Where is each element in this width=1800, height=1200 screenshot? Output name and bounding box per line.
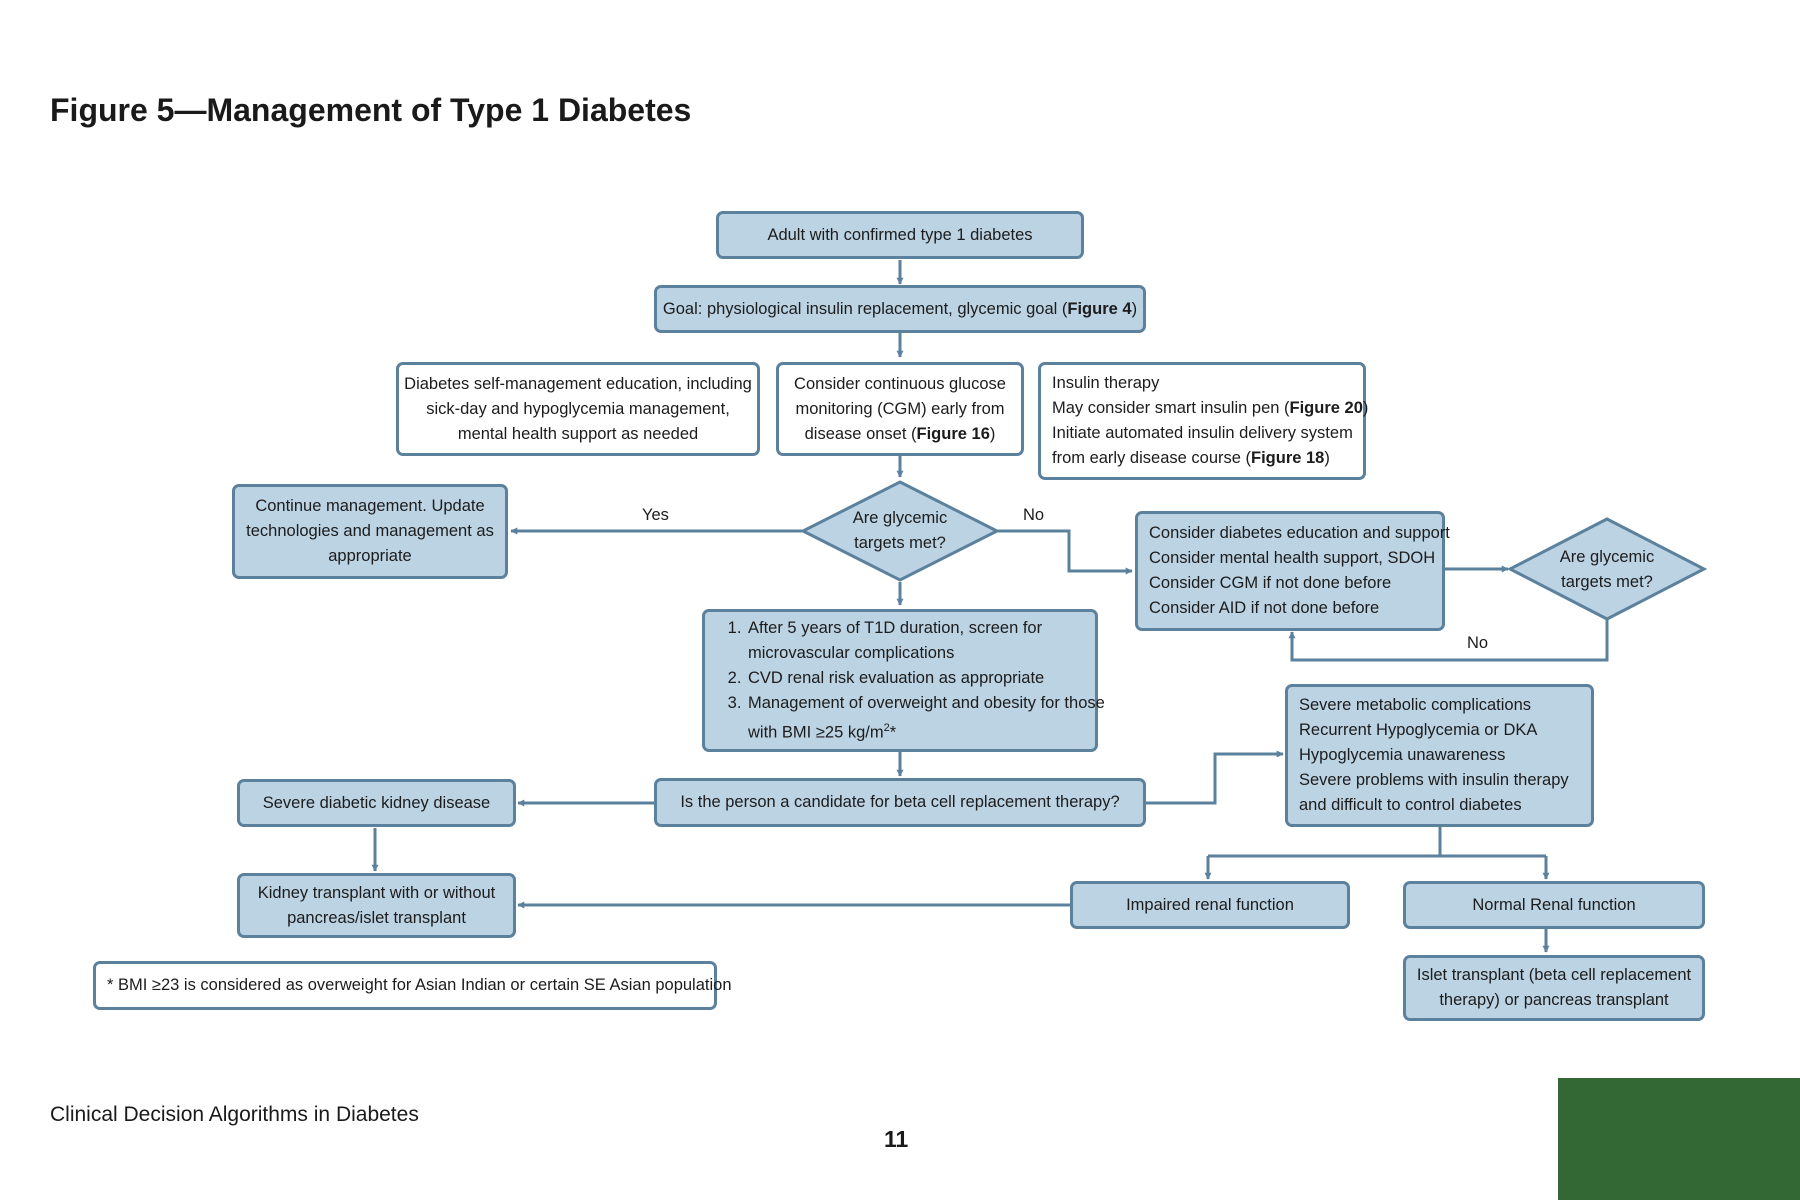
screening-item-3-line-2: with BMI ≥25 kg/m2*	[748, 716, 1105, 746]
impaired-renal-text: Impaired renal function	[1126, 895, 1294, 914]
normal-renal-box: Normal Renal function	[1403, 881, 1705, 929]
decision-main-line-1: Are glycemic	[852, 509, 948, 527]
screening-item-1-line-1: After 5 years of T1D duration, screen fo…	[748, 618, 1043, 637]
complications-line-3: Hypoglycemia unawareness	[1299, 746, 1506, 764]
consider-support-box: Consider diabetes education and support …	[1135, 511, 1450, 631]
continue-line-2: technologies and management as	[246, 522, 494, 540]
continue-line-3: appropriate	[328, 547, 412, 565]
footnote-text: * BMI ≥23 is considered as overweight fo…	[107, 976, 732, 994]
kidney-transplant-box: Kidney transplant with or without pancre…	[237, 873, 516, 938]
bmi-text: with BMI ≥25 kg/m	[748, 723, 884, 742]
impaired-renal-box: Impaired renal function	[1070, 881, 1350, 929]
candidate-box: Is the person a candidate for beta cell …	[654, 778, 1146, 827]
screening-item-3: Management of overweight and obesity for…	[746, 691, 1105, 746]
complications-box: Severe metabolic complications Recurrent…	[1285, 684, 1594, 827]
dsme-line-1: Diabetes self-management education, incl…	[404, 374, 752, 393]
cgm-box: Consider continuous glucose monitoring (…	[776, 362, 1024, 456]
complications-line-2: Recurrent Hypoglycemia or DKA	[1299, 721, 1538, 739]
start-text: Adult with confirmed type 1 diabetes	[767, 225, 1033, 244]
decision-diamond-right	[1506, 517, 1708, 621]
complications-line-1: Severe metabolic complications	[1299, 696, 1532, 714]
goal-figure-ref: Figure 4	[1067, 299, 1132, 318]
insulin-line-2: May consider smart insulin pen (Figure 2…	[1052, 396, 1368, 421]
insulin-figure-18-ref: Figure 18	[1251, 449, 1325, 467]
decision-main-text: Are glycemic targets met?	[820, 506, 980, 556]
goal-box: Goal: physiological insulin replacement,…	[654, 285, 1146, 333]
screening-item-2: CVD renal risk evaluation as appropriate	[746, 666, 1105, 691]
footer-source: Clinical Decision Algorithms in Diabetes	[50, 1103, 419, 1126]
consider-line-3: Consider CGM if not done before	[1149, 574, 1392, 592]
decision-main-line-2: targets met?	[854, 534, 946, 552]
islet-line-2: therapy) or pancreas transplant	[1439, 991, 1669, 1009]
continue-management-box: Continue management. Update technologies…	[232, 484, 508, 579]
dsme-box: Diabetes self-management education, incl…	[396, 362, 760, 456]
consider-line-2: Consider mental health support, SDOH	[1149, 549, 1436, 567]
no-label-main: No	[1023, 506, 1045, 524]
dsme-line-3: mental health support as needed	[457, 424, 699, 443]
cgm-close-paren: )	[989, 424, 996, 443]
arrow-no-loop-back	[1288, 620, 1609, 662]
cgm-line-3: disease onset (Figure 16)	[805, 422, 996, 447]
decision-right-text: Are glycemic targets met?	[1527, 545, 1687, 595]
goal-close-paren: )	[1131, 299, 1138, 318]
insulin-line-3: Initiate automated insulin delivery syst…	[1052, 424, 1353, 442]
yes-label: Yes	[642, 506, 669, 524]
start-box: Adult with confirmed type 1 diabetes	[716, 211, 1084, 259]
screening-item-3-line-1: Management of overweight and obesity for…	[748, 693, 1105, 712]
screening-item-2-line-1: CVD renal risk evaluation as appropriate	[748, 668, 1045, 687]
goal-text-main: Goal: physiological insulin replacement,…	[662, 299, 1068, 318]
cgm-line-1: Consider continuous glucose	[794, 374, 1006, 393]
page-number: 11	[884, 1126, 909, 1152]
insulin-line-2-text: May consider smart insulin pen (	[1052, 399, 1290, 417]
no-label-loop: No	[1467, 634, 1489, 652]
insulin-line-4-text: from early disease course (	[1052, 449, 1251, 467]
kidney-transplant-line-2: pancreas/islet transplant	[287, 908, 466, 927]
decision-right-line-1: Are glycemic	[1559, 548, 1655, 566]
screening-box: After 5 years of T1D duration, screen fo…	[702, 609, 1105, 752]
goal-text: Goal: physiological insulin replacement,…	[663, 297, 1137, 322]
islet-transplant-box: Islet transplant (beta cell replacement …	[1403, 955, 1705, 1021]
decision-right-line-2: targets met?	[1561, 573, 1653, 591]
arrow-candidate-to-complications	[1146, 750, 1284, 805]
cgm-figure-ref: Figure 16	[916, 424, 990, 443]
arrow-no-to-consider	[997, 529, 1133, 575]
insulin-figure-20-ref: Figure 20	[1289, 399, 1363, 417]
insulin-line-1: Insulin therapy	[1052, 374, 1160, 392]
kidney-transplant-line-1: Kidney transplant with or without	[257, 883, 496, 902]
consider-line-4: Consider AID if not done before	[1149, 599, 1380, 617]
consider-line-1: Consider diabetes education and support	[1149, 524, 1450, 542]
islet-line-1: Islet transplant (beta cell replacement	[1416, 966, 1692, 984]
cgm-line-3-text: disease onset (	[804, 424, 917, 443]
bmi-superscript: 2	[883, 721, 890, 734]
figure-title: Figure 5—Management of Type 1 Diabetes	[50, 92, 692, 128]
severe-kidney-text: Severe diabetic kidney disease	[262, 793, 491, 812]
normal-renal-text: Normal Renal function	[1472, 895, 1636, 914]
screening-item-1: After 5 years of T1D duration, screen fo…	[746, 616, 1105, 666]
screening-list: After 5 years of T1D duration, screen fo…	[716, 616, 1105, 746]
insulin-close-paren-4: )	[1324, 449, 1330, 467]
continue-line-1: Continue management. Update	[255, 497, 485, 515]
insulin-line-4: from early disease course (Figure 18)	[1052, 446, 1330, 471]
dsme-line-2: sick-day and hypoglycemia management,	[426, 399, 730, 418]
complications-line-5: and difficult to control diabetes	[1299, 796, 1522, 814]
insulin-therapy-box: Insulin therapy May consider smart insul…	[1038, 362, 1368, 480]
decision-diamond-main	[799, 480, 1001, 582]
bmi-asterisk: *	[889, 723, 897, 742]
footnote-box: * BMI ≥23 is considered as overweight fo…	[93, 961, 732, 1010]
screening-item-1-line-2: microvascular complications	[748, 643, 955, 662]
cgm-line-2: monitoring (CGM) early from	[795, 399, 1005, 418]
insulin-close-paren-2: )	[1362, 399, 1369, 417]
candidate-text: Is the person a candidate for beta cell …	[680, 793, 1120, 811]
complications-line-4: Severe problems with insulin therapy	[1299, 771, 1569, 789]
severe-kidney-box: Severe diabetic kidney disease	[237, 779, 516, 827]
green-corner-block	[1558, 1078, 1800, 1200]
